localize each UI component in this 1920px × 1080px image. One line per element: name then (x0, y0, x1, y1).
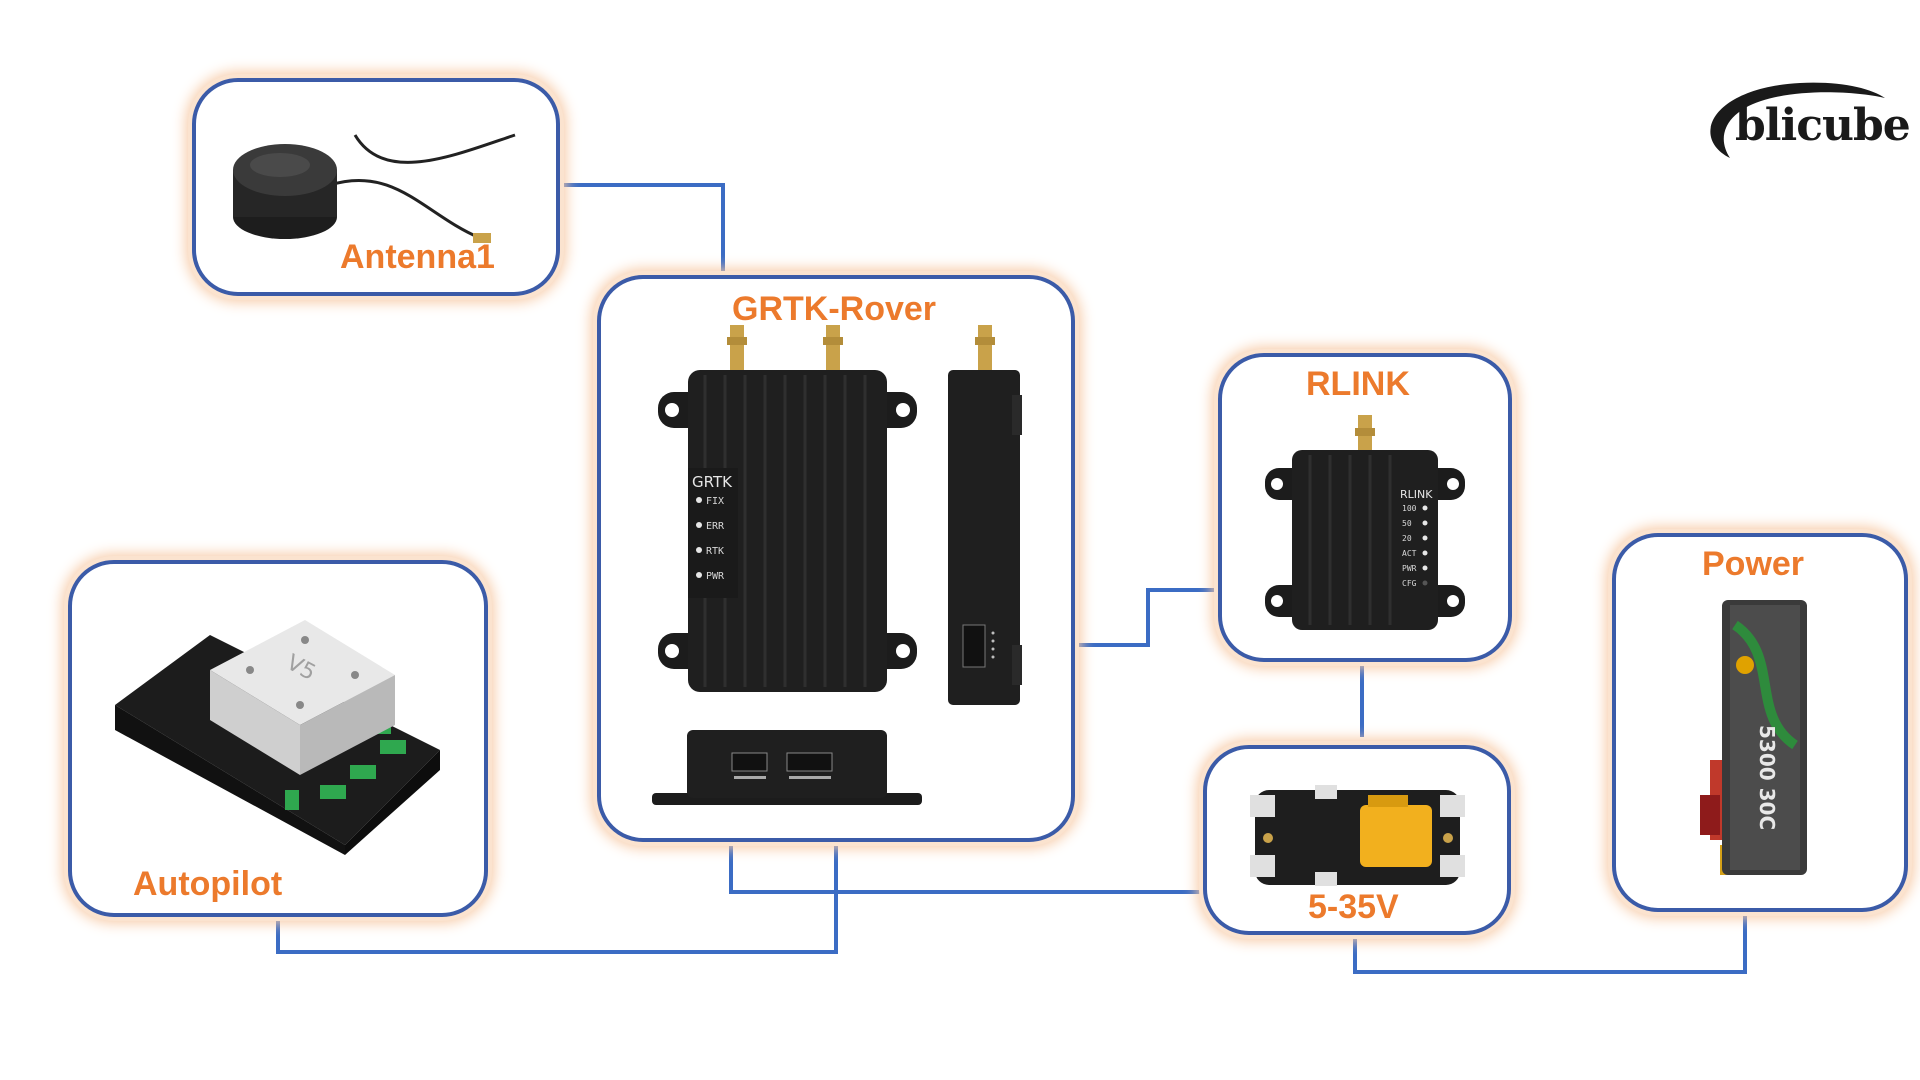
regulator-image (1250, 785, 1465, 886)
grtk-led-rtk: RTK (706, 546, 724, 557)
regulator-label: 5-35V (1308, 888, 1399, 926)
rlink-led-20: 20 (1402, 534, 1412, 543)
wire-grtk-autopilot (276, 842, 838, 954)
blicube-logo: blicube (1735, 100, 1911, 151)
grtk-device-title: GRTK (692, 473, 733, 491)
power-label: Power (1702, 545, 1805, 583)
rlink-led-50: 50 (1402, 519, 1412, 528)
antenna-image (233, 133, 516, 243)
grtk-front-image: GRTK FIX ERR RTK PWR (658, 325, 917, 692)
blicube-logo-swoosh (1710, 82, 1885, 158)
rlink-label: RLINK (1306, 365, 1410, 403)
battery-image: 5300 30C (1700, 600, 1807, 875)
wire-grtk-regulator (729, 842, 1203, 894)
grtk-side-image (948, 325, 1022, 705)
wire-antenna-grtk (560, 183, 725, 275)
grtk-led-fix: FIX (706, 496, 724, 507)
autopilot-label: Autopilot (133, 865, 283, 903)
rlink-led-100: 100 (1402, 504, 1417, 513)
rlink-device-title: RLINK (1400, 488, 1433, 501)
autopilot-image: V5 (115, 620, 440, 855)
rlink-led-act: ACT (1402, 549, 1417, 558)
rlink-led-cfg: CFG (1402, 579, 1417, 588)
grtk-led-pwr: PWR (706, 571, 725, 582)
wire-regulator-power (1353, 912, 1747, 974)
wire-grtk-rlink (1073, 588, 1218, 647)
antenna-label: Antenna1 (340, 238, 495, 276)
grtk-bottom-image (652, 730, 922, 805)
grtk-rover-label: GRTK-Rover (732, 290, 937, 328)
rlink-image: RLINK 100 50 20 ACT PWR CFG (1265, 415, 1465, 630)
battery-text: 5300 30C (1755, 725, 1779, 830)
grtk-led-err: ERR (706, 521, 725, 532)
rlink-led-pwr: PWR (1402, 564, 1417, 573)
